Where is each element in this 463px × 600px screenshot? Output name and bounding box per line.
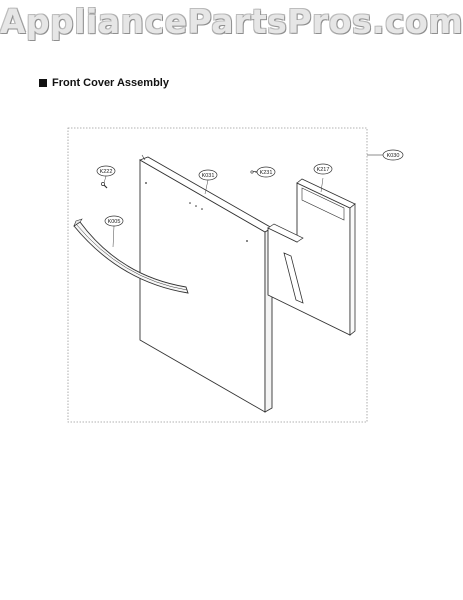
section-title: Front Cover Assembly: [52, 77, 169, 89]
callout-k030: K030: [382, 149, 404, 161]
callout-k031: K031: [198, 169, 218, 181]
callout-k222: K222: [96, 165, 116, 177]
leader-k217: [320, 177, 324, 193]
screw-k222: [101, 182, 108, 189]
leader-k005: [112, 225, 115, 248]
leader-k222: [103, 175, 107, 184]
insulation-pad-k217: [267, 178, 356, 336]
callout-label-k217: K217: [317, 167, 330, 173]
callout-k217: K217: [313, 163, 333, 175]
callout-label-k222: K222: [100, 169, 113, 175]
callout-label-k231: K231: [260, 170, 273, 176]
watermark-logo: AppliancePartsPros.com: [0, 2, 463, 41]
callout-k231: K231: [256, 166, 276, 178]
callout-label-k030: K030: [387, 153, 400, 159]
square-bullet-icon: [39, 79, 47, 87]
assembly-frame: [67, 127, 368, 423]
door-panel-k031: [138, 154, 273, 413]
callout-label-k005: K005: [108, 219, 121, 225]
callout-label-k031: K031: [202, 173, 215, 179]
section-heading: Front Cover Assembly: [39, 77, 169, 89]
door-handle-k005: [73, 218, 189, 294]
leader-k031: [204, 179, 209, 195]
callout-k005: K005: [104, 215, 124, 227]
